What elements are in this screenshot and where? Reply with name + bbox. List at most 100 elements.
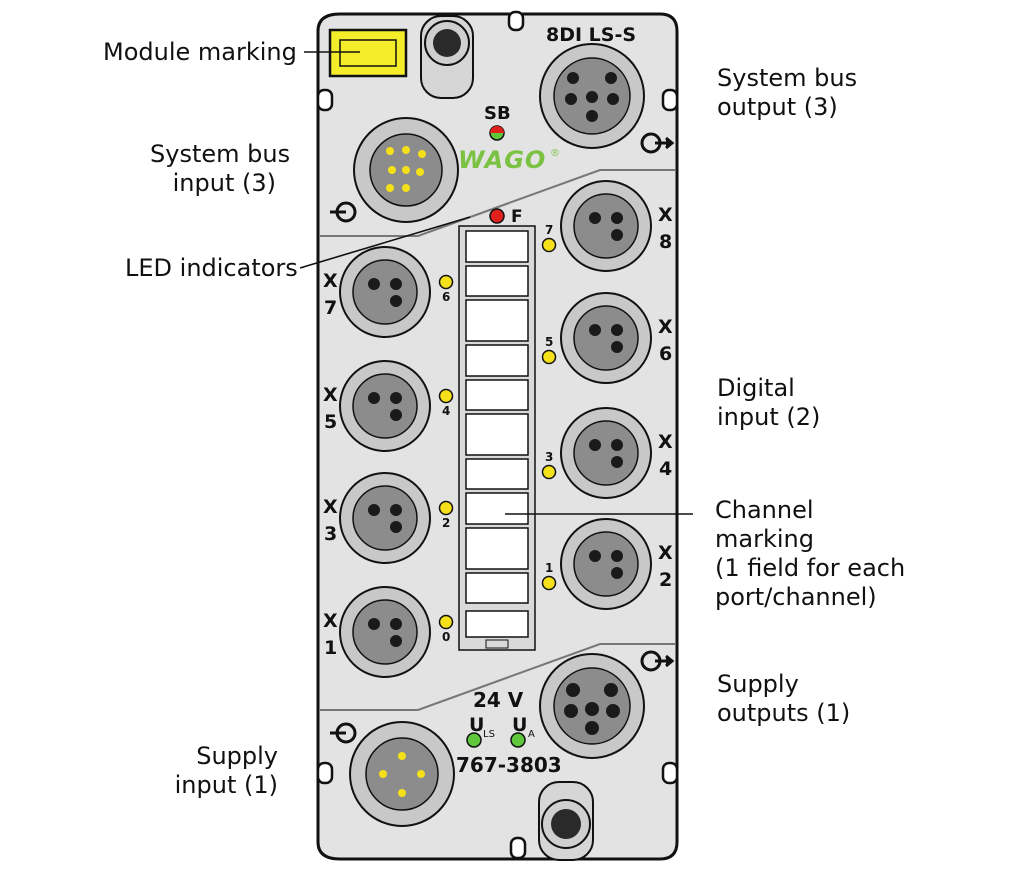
callout-supply-outputs: Supply outputs (1)	[717, 670, 850, 728]
port-led-indicator	[541, 349, 557, 365]
port-led-indicator	[438, 388, 454, 404]
port-connector-pin	[611, 550, 623, 562]
port-connector-pin	[611, 439, 623, 451]
callout-system-bus-input-line1: System bus	[150, 140, 291, 168]
channel-marking-field	[465, 527, 529, 570]
section-divider-top	[320, 169, 676, 237]
port-connector-pin	[390, 278, 402, 290]
port-connector-pin	[368, 278, 380, 290]
port-connector-face	[352, 259, 418, 325]
port-led-indicator	[438, 500, 454, 516]
port-number: 4	[659, 458, 672, 480]
callout-system-bus-input: System bus input (3)	[150, 140, 291, 198]
callout-leader-lines	[299, 51, 693, 515]
port-led-label: 6	[442, 290, 450, 304]
port-led-label: 5	[545, 335, 553, 349]
port-led-label: 1	[545, 561, 553, 575]
system-bus-output-connector	[539, 43, 645, 149]
output-arrow-icon-bottom	[640, 650, 675, 672]
port-letter: X	[658, 542, 673, 564]
callout-led-indicators: LED indicators	[125, 254, 298, 282]
channel-marking-field	[465, 230, 529, 263]
port-connector-face	[352, 599, 418, 665]
port-connector-pin	[390, 504, 402, 516]
channel-marking-field	[465, 265, 529, 297]
port-connector-pin	[390, 295, 402, 307]
callout-digital-input-line1: Digital	[717, 374, 795, 402]
port-connector-face	[573, 305, 639, 371]
led-ua: U A	[510, 714, 535, 748]
svg-text:WAGO: WAGO	[458, 146, 546, 174]
port-connector-face	[573, 193, 639, 259]
callout-supply-input-line1: Supply	[196, 742, 278, 770]
port-led-indicator	[541, 237, 557, 253]
mounting-screw-bottom	[538, 781, 594, 861]
port-led-label: 0	[442, 630, 450, 644]
svg-text:A: A	[528, 729, 535, 740]
callout-system-bus-output: System bus output (3)	[717, 64, 857, 122]
channel-marking-fields	[465, 230, 529, 638]
port-led-label: 3	[545, 450, 553, 464]
supply-output-connector	[539, 653, 645, 759]
port-connector-pin	[368, 504, 380, 516]
led-sb-indicator	[489, 125, 505, 141]
port-connector-pin	[368, 618, 380, 630]
callout-supply-outputs-line2: outputs (1)	[717, 699, 851, 727]
led-uls: U LS	[466, 714, 495, 748]
callout-supply-outputs-line1: Supply	[717, 670, 799, 698]
channel-marking-field	[465, 572, 529, 604]
port-letter: X	[658, 316, 673, 338]
port-number: 2	[659, 569, 672, 591]
port-connector-pin	[390, 392, 402, 404]
wago-logo: WAGO ®	[458, 146, 560, 174]
svg-text:U: U	[512, 714, 527, 736]
port-connector-pin	[611, 229, 623, 241]
port-number: 5	[324, 411, 337, 433]
port-connector-pin	[611, 567, 623, 579]
port-connector-face	[352, 485, 418, 551]
channel-marking-field	[465, 379, 529, 411]
callout-supply-input: Supply input (1)	[170, 742, 278, 800]
port-led-label: 4	[442, 404, 450, 418]
port-connector-pin	[589, 550, 601, 562]
article-number: 767-3803	[456, 753, 562, 777]
channel-marking-field	[465, 492, 529, 525]
port-connector-pin	[611, 341, 623, 353]
callout-digital-input: Digital input (2)	[717, 374, 820, 432]
input-arrow-icon-bottom	[330, 722, 357, 744]
module-marking-label	[328, 28, 408, 78]
port-led-label: 2	[442, 516, 450, 530]
port-letter: X	[323, 496, 338, 518]
port-connector-pin	[390, 521, 402, 533]
port-led-indicator	[438, 274, 454, 290]
port-x8: X87	[541, 180, 673, 272]
callout-system-bus-input-line2: input (3)	[172, 169, 276, 197]
voltage-label: 24 V	[473, 688, 524, 712]
svg-text:LS: LS	[483, 729, 495, 740]
port-connector-face	[352, 373, 418, 439]
port-number: 7	[324, 297, 337, 319]
port-x2: X 2 1	[541, 518, 673, 610]
port-letter: X	[323, 270, 338, 292]
port-connector-face	[573, 420, 639, 486]
module-name: 8DI LS-S	[546, 24, 636, 46]
port-x6: X65	[541, 292, 673, 384]
port-connector-pin	[589, 212, 601, 224]
callout-system-bus-output-line1: System bus	[717, 64, 858, 92]
svg-text:U: U	[469, 714, 484, 736]
svg-text:®: ®	[550, 148, 560, 159]
port-connector-pin	[390, 635, 402, 647]
port-letter: X	[658, 431, 673, 453]
port-number: 1	[324, 637, 337, 659]
port-number: 8	[659, 231, 672, 253]
channel-marking-field	[465, 458, 529, 490]
port-led-label: 7	[545, 223, 553, 237]
port-led-indicator	[438, 614, 454, 630]
callout-module-marking: Module marking	[103, 38, 297, 66]
led-f-label: F	[511, 207, 523, 227]
port-connector-pin	[390, 618, 402, 630]
